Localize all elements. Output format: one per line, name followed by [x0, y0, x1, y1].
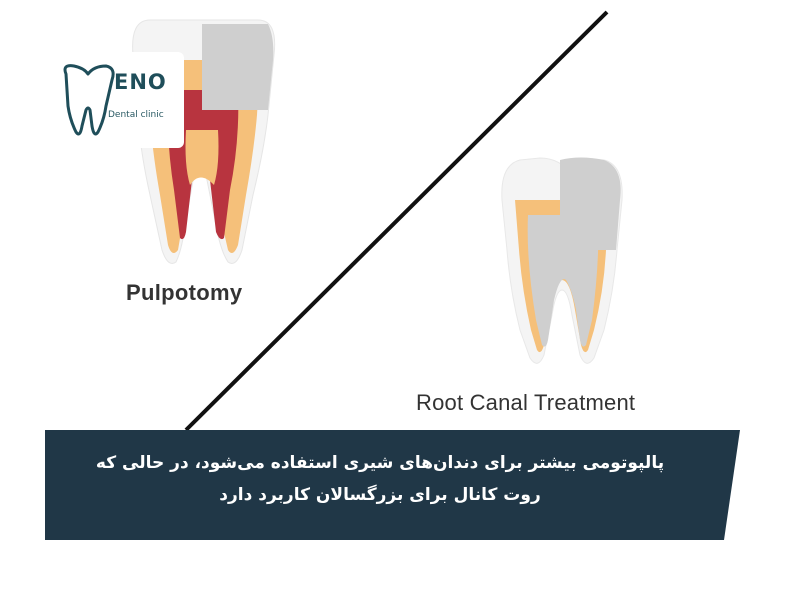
banner-caption: پالپوتومی بیشتر برای دندان‌های شیری استف…	[95, 453, 665, 505]
root-canal-label: Root Canal Treatment	[416, 390, 636, 415]
tooth-logo-icon	[63, 64, 115, 136]
diagonal-divider	[184, 10, 609, 432]
root-canal-tooth-illustration	[501, 157, 623, 364]
pulpotomy-label: Pulpotomy	[126, 280, 243, 305]
logo-subtitle: Dental clinic	[108, 110, 164, 120]
logo-name: ENO	[114, 70, 167, 94]
clinic-logo: ENO Dental clinic	[52, 52, 184, 148]
banner-background	[45, 430, 740, 540]
